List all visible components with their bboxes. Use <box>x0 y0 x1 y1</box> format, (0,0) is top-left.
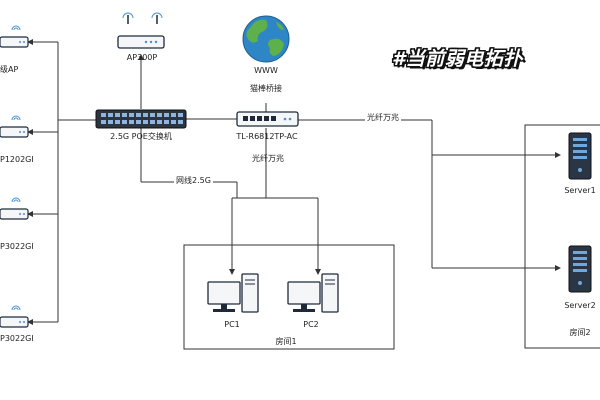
router-server-links <box>298 119 561 271</box>
ap-top-label: AP300P <box>126 53 158 62</box>
server2-label: Server2 <box>564 301 596 310</box>
pc1-icon <box>207 273 259 313</box>
globe-icon <box>242 15 290 63</box>
router-label: TL-R6812TP-AC <box>236 132 298 141</box>
pc2-label: PC2 <box>303 320 319 329</box>
ap-trunk-lines <box>27 39 96 325</box>
pc1-label: PC1 <box>224 320 240 329</box>
fiber-link-label-down: 光纤万兆 <box>252 154 284 163</box>
ethernet-link-label: 网线2.5G <box>174 176 213 185</box>
ap-device-2 <box>0 115 29 138</box>
ap4-label: P3022GI <box>0 334 34 343</box>
ap-device-4 <box>0 305 29 328</box>
room2-label: 房间2 <box>569 328 591 337</box>
room1-label: 房间1 <box>275 337 297 346</box>
room1-box <box>183 244 395 350</box>
ap2-label: P1202GI <box>0 155 34 164</box>
bridge-label: 猫棒桥接 <box>250 84 282 93</box>
fiber-link-label-servers: 光纤万兆 <box>365 113 401 122</box>
room2-box <box>524 124 600 349</box>
switch-label: 2.5G POE交换机 <box>110 132 172 141</box>
pc2-icon <box>287 273 339 313</box>
ap300p-device <box>117 12 165 49</box>
server2-icon <box>568 245 592 293</box>
switch-pc-links <box>140 127 321 275</box>
router-device <box>236 111 299 127</box>
ap1-label: 级AP <box>0 65 19 74</box>
server1-icon <box>568 132 592 180</box>
server1-label: Server1 <box>564 186 596 195</box>
ap-device-3 <box>0 197 29 220</box>
internet-label: WWW <box>254 66 278 75</box>
ap3-label: P3022GI <box>0 242 34 251</box>
page-title: #当前弱电拓扑 <box>392 48 523 70</box>
ap-device-1 <box>0 25 29 48</box>
switch-device <box>95 109 187 129</box>
